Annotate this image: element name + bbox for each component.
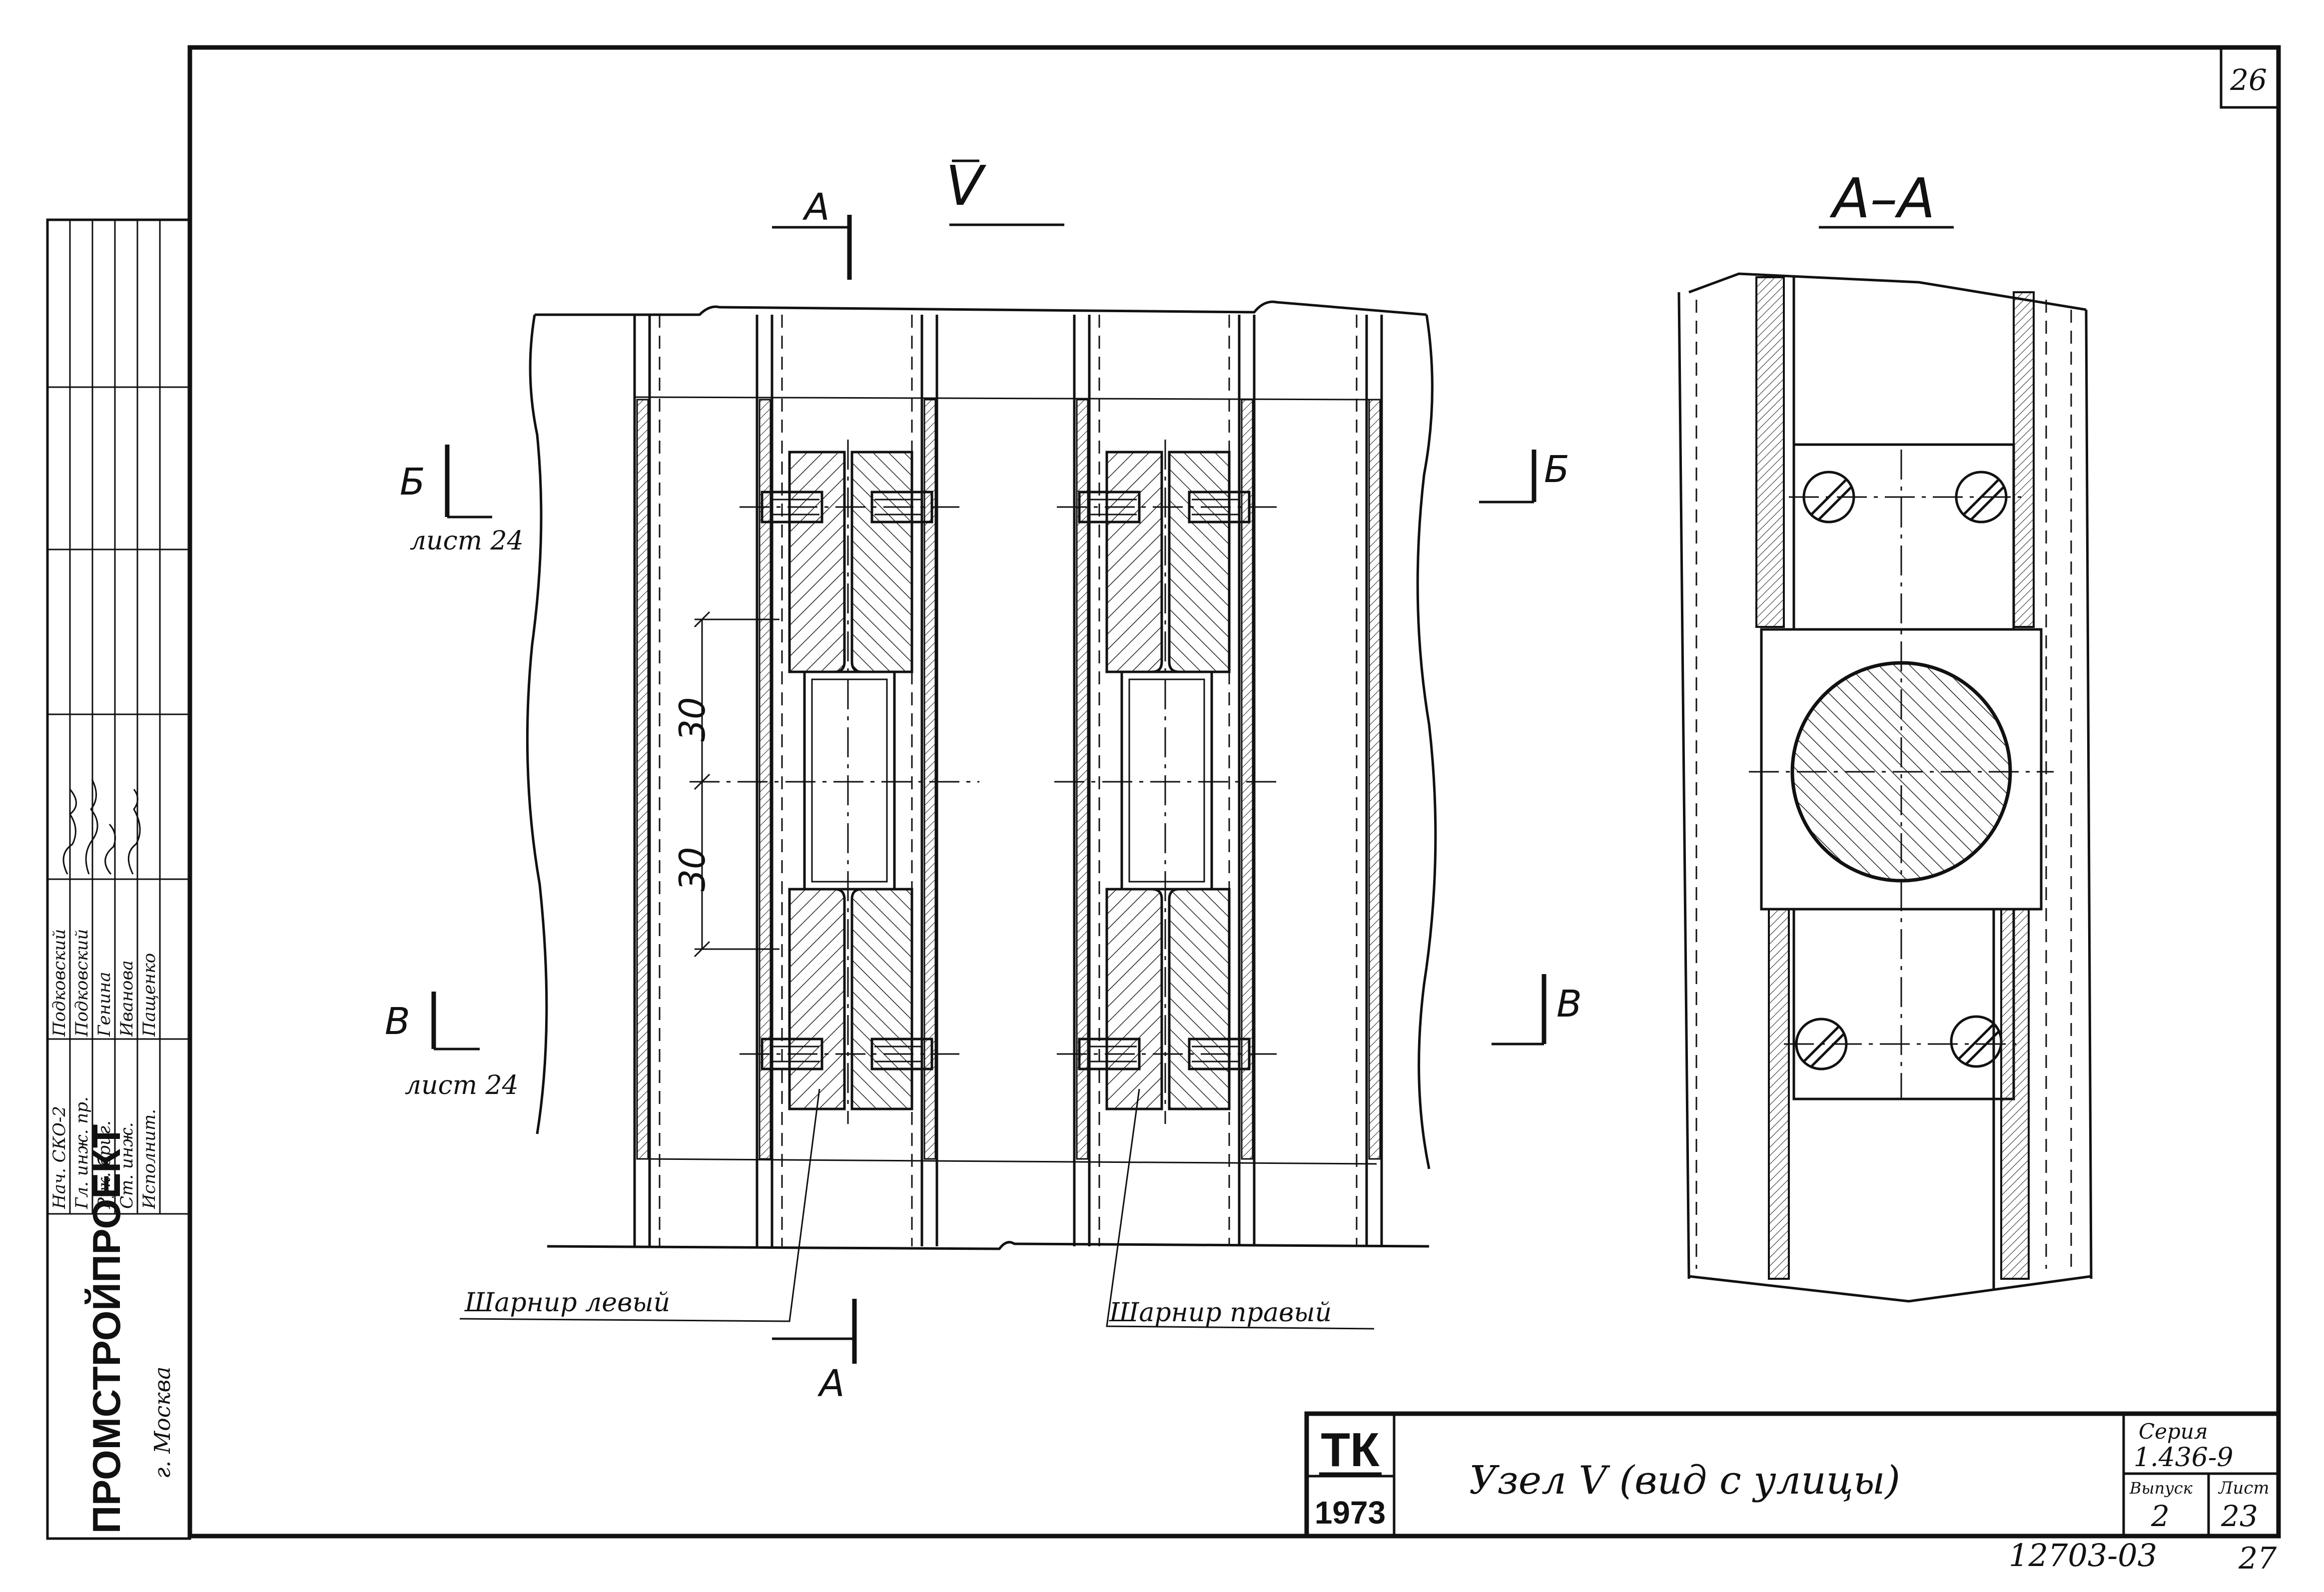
signatures (62, 779, 141, 875)
section-label-b-right: Б (1544, 448, 1569, 491)
main-view-label: V (945, 154, 986, 218)
section-label-v-right: В (1556, 983, 1582, 1026)
bottom-page-number: 27 (2238, 1541, 2277, 1576)
section-mark-b: Б лист 24 Б (400, 445, 1569, 556)
callout-right-hinge: Шарнир правый (1106, 1088, 1375, 1330)
stamp-role-2: Гл. инж. пр. (72, 1096, 92, 1209)
section-ref-v: лист 24 (405, 1070, 519, 1100)
callout-left-hinge: Шарнир левый (459, 1088, 820, 1322)
section-label-b-left: Б (400, 461, 425, 504)
dimension-lower: 30 (672, 847, 713, 891)
callout-right-hinge-label: Шарнир правый (1109, 1298, 1332, 1328)
section-view-label: A–A (1829, 166, 1935, 230)
break-line-right (1416, 314, 1437, 1169)
section-mark-a-top: А (772, 186, 852, 280)
callout-left-hinge-label: Шарнир левый (464, 1288, 670, 1318)
series-label: Серия (2139, 1419, 2208, 1444)
sheet-value: 23 (2221, 1499, 2258, 1533)
aa-bottom-break (1688, 1275, 2092, 1303)
stamp-city: г. Москва (150, 1366, 175, 1479)
series-value: 1.436-9 (2134, 1443, 2234, 1473)
corner-page-box: 26 (2220, 46, 2280, 109)
stamp-role-1: Нач. СКО-2 (49, 1106, 69, 1209)
section-label-v-left: В (385, 1000, 410, 1043)
dimension-upper: 30 (672, 697, 713, 741)
top-break (535, 300, 1427, 316)
section-mark-a-bottom: А (772, 1299, 857, 1405)
stamp-name-2: Подковский (72, 929, 92, 1037)
logo-top: ТК (1321, 1423, 1380, 1477)
section-ref-b: лист 24 (410, 526, 524, 556)
dimension-lines: 30 30 (672, 611, 779, 958)
drawing-title: Узел V (вид с улицы) (1469, 1458, 1900, 1503)
break-line-left (526, 314, 548, 1134)
stamp-role-3: Рук. бриг. (94, 1120, 114, 1209)
aa-top-break (1688, 272, 2087, 311)
title-block: ТК 1973 Узел V (вид с улицы) Серия 1.436… (1304, 1411, 2281, 1539)
archive-number: 12703-03 (2009, 1537, 2157, 1574)
main-view: V (385, 154, 1582, 1405)
logo-bottom: 1973 (1315, 1495, 1386, 1531)
stamp-name-3: Генина (94, 972, 114, 1037)
stamp-role-5: Исполнит. (139, 1109, 159, 1209)
side-stamp: Нач. СКО-2 Гл. инж. пр. Рук. бриг. Ст. и… (46, 218, 191, 1540)
stamp-name-5: Пащенко (139, 953, 159, 1037)
section-view-aa: A–A (1677, 166, 2093, 1303)
issue-value: 2 (2151, 1499, 2170, 1533)
issue-label: Выпуск (2129, 1479, 2193, 1498)
stamp-role-4: Ст. инж. (117, 1122, 137, 1209)
bolt-heads (1784, 471, 2021, 1070)
stamp-name-1: Подковский (49, 929, 69, 1037)
hinge-left (690, 315, 979, 1246)
stamp-name-4: Иванова (117, 960, 137, 1037)
bottom-break (547, 1241, 1430, 1250)
section-label-a-top: А (802, 186, 830, 229)
section-mark-v: В лист 24 В (385, 974, 1582, 1100)
stamp-organization: ПРОМСТРОЙПРОЕКТ (84, 1124, 128, 1534)
hinge-right (1054, 315, 1279, 1246)
section-label-a-bottom: А (817, 1362, 845, 1405)
corner-page-number: 26 (2230, 63, 2267, 97)
sheet-label: Лист (2218, 1478, 2270, 1498)
